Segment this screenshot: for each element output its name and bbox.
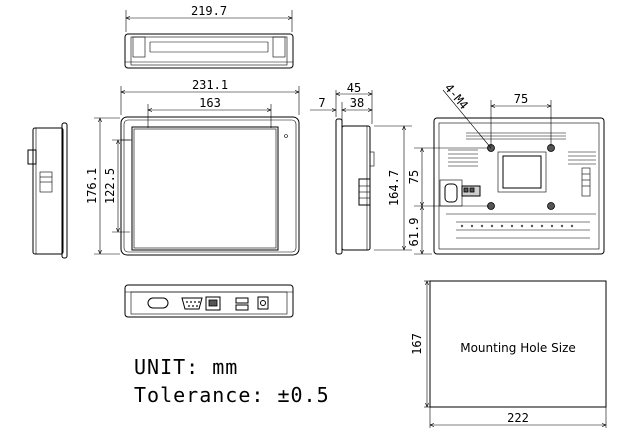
cutout-label: Mounting Hole Size — [460, 341, 576, 355]
dim-top-width: 219.7 — [191, 4, 227, 18]
dim-cutout-height: 167 — [410, 333, 424, 355]
cutout-view: Mounting Hole Size 167 222 — [410, 280, 607, 428]
dim-front-height: 176.1 — [85, 168, 99, 204]
dim-front-inner-height: 122.5 — [103, 168, 117, 204]
dim-front-inner-width: 163 — [199, 96, 221, 110]
top-view: 219.7 — [124, 4, 294, 69]
bottom-view — [124, 284, 294, 318]
notes: UNIT: mm Tolerance: ±0.5 — [134, 355, 330, 407]
dim-cutout-width: 222 — [507, 411, 529, 425]
dim-mount-spacing-v: 75 — [407, 170, 421, 184]
dim-side-body: 38 — [350, 96, 364, 110]
tolerance-note: Tolerance: ±0.5 — [134, 383, 330, 407]
rear-view: 4-M4 75 75 61.9 — [407, 81, 605, 255]
dim-front-width: 231.1 — [192, 78, 228, 92]
right-side-view: 45 7 38 164.7 — [310, 81, 412, 255]
left-side-view — [27, 122, 68, 259]
dim-mount-label: 4-M4 — [442, 81, 471, 112]
dim-rear-offset: 61.9 — [407, 218, 421, 247]
dim-mount-spacing-h: 75 — [514, 92, 528, 106]
dim-side-height: 164.7 — [387, 170, 401, 206]
front-view: 231.1 163 176.1 122.5 — [85, 78, 300, 256]
dim-side-bezel: 7 — [318, 96, 325, 110]
unit-note: UNIT: mm — [134, 355, 238, 379]
dim-side-depth: 45 — [347, 81, 361, 95]
